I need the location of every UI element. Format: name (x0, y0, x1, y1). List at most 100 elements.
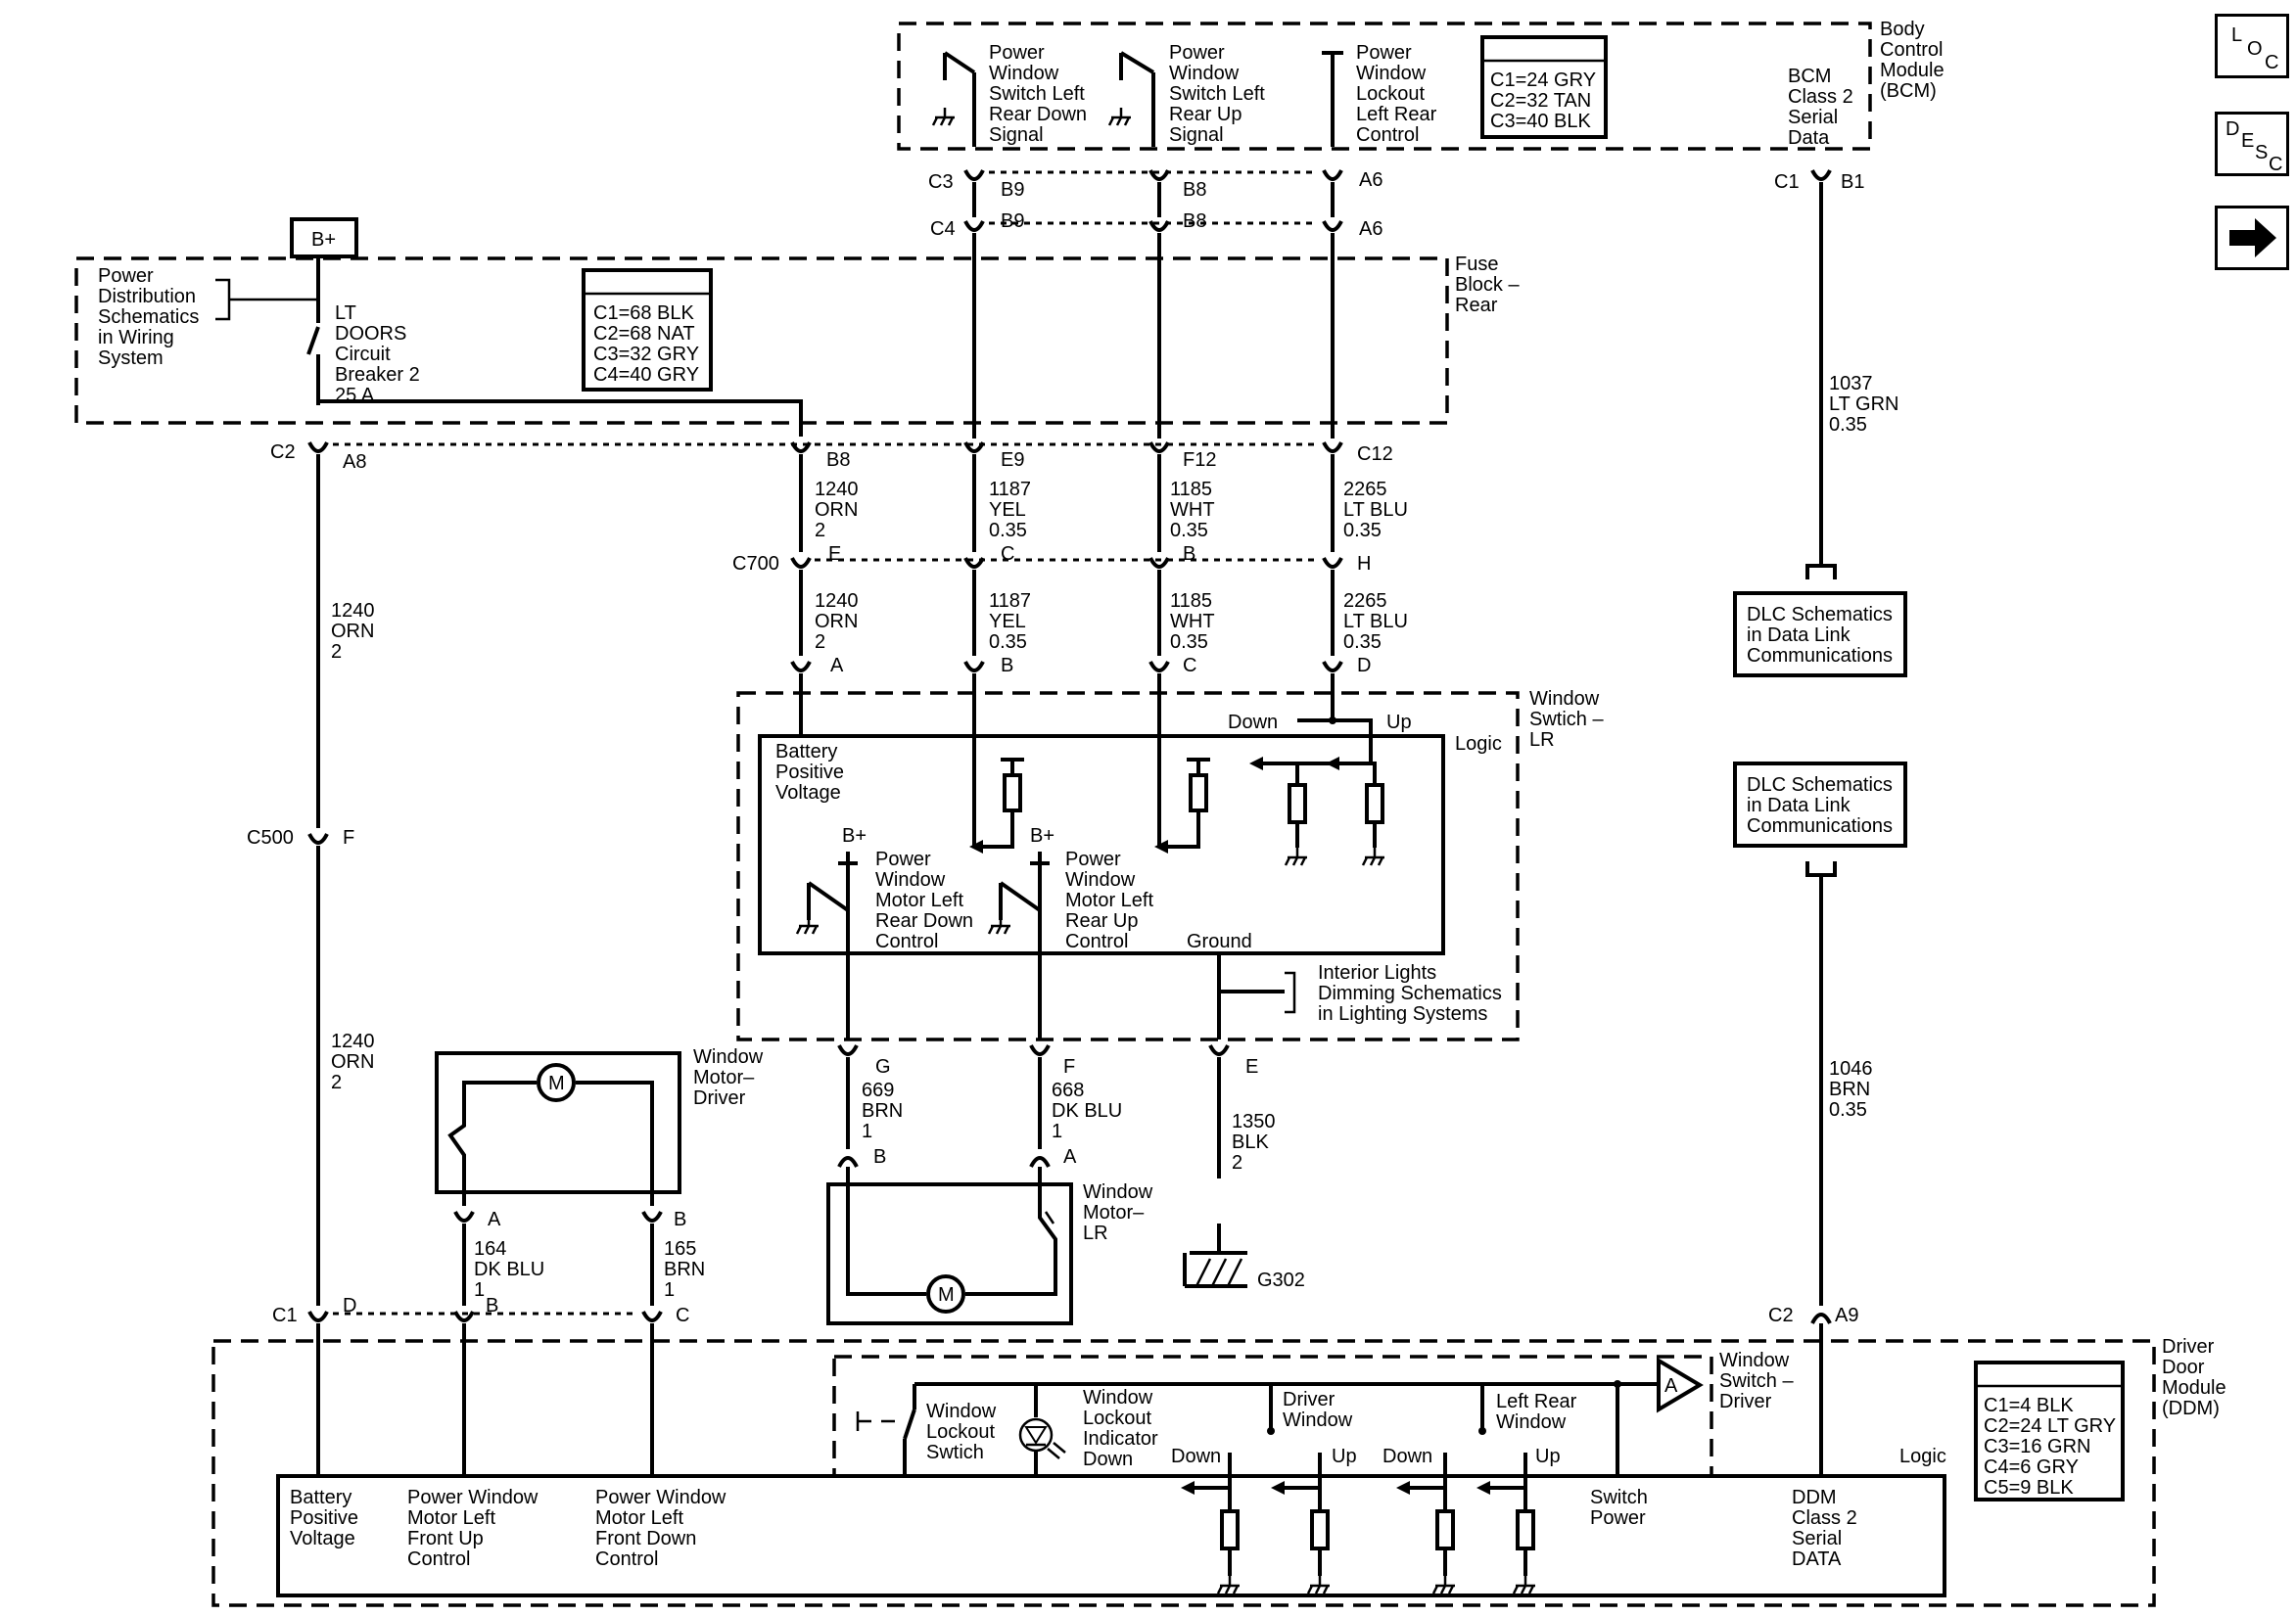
c700-pin-b: B (1183, 543, 1195, 565)
wslr-pin-c: C (1183, 655, 1196, 676)
bplus-label: B+ (311, 229, 336, 251)
ddm-logic: Logic (1899, 1446, 1946, 1467)
next-page-button[interactable] (2215, 206, 2289, 270)
amplifier-icon (1657, 1357, 1704, 1413)
loc-button[interactable]: L O C (2215, 14, 2289, 78)
c700-pin-e: E (828, 543, 841, 565)
ddm-pin-c: C (676, 1305, 689, 1326)
ground-icon (1431, 1574, 1457, 1595)
ground-icon (987, 914, 1012, 936)
bcm-connectors (963, 168, 1832, 232)
window-motor-driver (435, 1051, 681, 1306)
fuse-block-rear (74, 217, 1449, 437)
pin-a6-c4: A6 (1359, 218, 1382, 240)
desc-button[interactable]: D E S C (2215, 112, 2289, 176)
pin-b9-c4: B9 (1001, 210, 1024, 232)
window-motor-lr (826, 1167, 1073, 1325)
wslr-up: Up (1386, 712, 1412, 733)
pin-b8-c3: B8 (1183, 179, 1206, 201)
c700-pin-h: H (1357, 553, 1371, 575)
amplifier-label: A (1664, 1375, 1678, 1397)
c700-pin-c: C (1001, 543, 1014, 565)
ground-icon (931, 106, 957, 127)
pin-b8-c4: B8 (1183, 210, 1206, 232)
desc-letter-e: E (2241, 130, 2255, 152)
wslr-bplus-down: B+ (842, 825, 867, 847)
bcm-wires (972, 182, 1335, 439)
c700-label: C700 (732, 553, 779, 575)
c700-connector (790, 454, 1343, 672)
battery-feed-wire (307, 454, 329, 1306)
lr-motor-wires (837, 1043, 1247, 1288)
wslr-logic: Logic (1455, 733, 1502, 755)
loc-letter-l: L (2231, 24, 2243, 46)
ddm-c2-label: C2 (1768, 1305, 1794, 1326)
ground-icon (1216, 1574, 1242, 1595)
ddm-c1-label: C1 (272, 1305, 298, 1326)
ground-icon (795, 914, 820, 936)
pin-b8-fuse: B8 (826, 449, 850, 471)
fuse-c2-label: C2 (270, 441, 296, 463)
ddm-up-1: Up (1332, 1446, 1357, 1467)
ddm-pin-d: D (343, 1295, 356, 1317)
bcm-c1-label: C1 (1774, 171, 1800, 193)
bcm-conn-id-box (1480, 35, 1608, 139)
pin-c12: C12 (1357, 443, 1393, 465)
g302-label: G302 (1257, 1270, 1305, 1291)
desc-letter-d: D (2226, 118, 2240, 140)
desc-letter-s: S (2255, 142, 2269, 163)
wslr-pin-d: D (1357, 655, 1371, 676)
motor-driver-pin-a: A (488, 1209, 501, 1230)
pin-b9-c3: B9 (1001, 179, 1024, 201)
ground-icon (1284, 846, 1309, 867)
motor-driver-pin-b: B (674, 1209, 686, 1230)
wslr-bplus-up: B+ (1030, 825, 1054, 847)
motor-icon (537, 1063, 576, 1102)
driver-door-module (211, 1310, 2156, 1607)
ground-icon (1306, 1574, 1332, 1595)
loc-letter-o: O (2247, 38, 2263, 60)
motor-lr-m: M (938, 1284, 955, 1306)
bplus-box (290, 217, 358, 258)
wslr-pin-f: F (1063, 1056, 1075, 1078)
fuse-conn-id-box (582, 268, 713, 392)
bcm-module (897, 22, 1872, 151)
motor-lr-pin-b: B (873, 1146, 886, 1168)
c500-pin-f: F (343, 827, 354, 849)
